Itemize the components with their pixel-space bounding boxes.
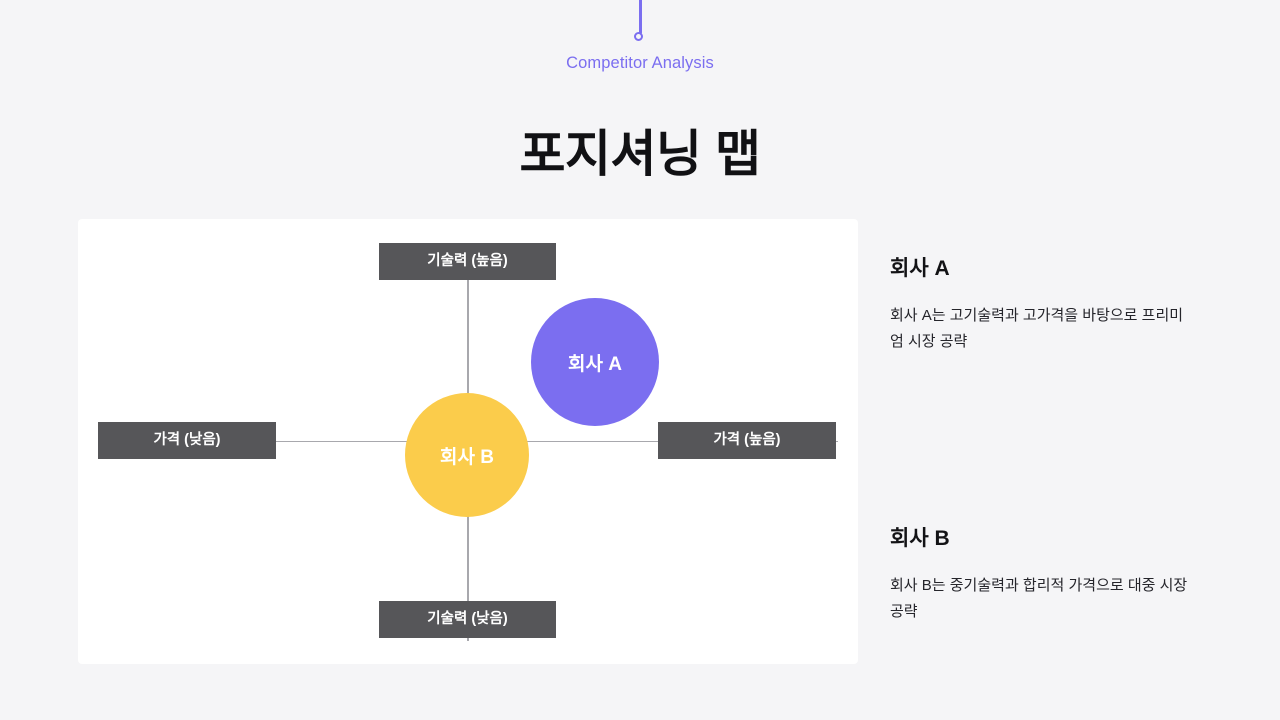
company-note-b-body: 회사 B는 중기술력과 합리적 가격으로 대중 시장 공략 <box>890 577 1188 621</box>
company-note-b: 회사 B 회사 B는 중기술력과 합리적 가격으로 대중 시장 공략 <box>890 526 1190 626</box>
company-note-a-body: 회사 A는 고기술력과 고가격을 바탕으로 프리미엄 시장 공략 <box>890 307 1184 351</box>
page-title: 포지셔닝 맵 <box>519 125 761 182</box>
company-note-a: 회사 A 회사 A는 고기술력과 고가격을 바탕으로 프리미엄 시장 공략 <box>890 256 1190 356</box>
company-notes-list: 회사 A 회사 A는 고기술력과 고가격을 바탕으로 프리미엄 시장 공략 회사… <box>890 219 1200 664</box>
eyebrow-label: Competitor Analysis <box>566 54 714 72</box>
axis-label-right: 가격 (높음) <box>658 422 836 459</box>
company-note-b-title: 회사 B <box>890 527 950 550</box>
slide-header: Competitor Analysis 포지셔닝 맵 <box>0 0 1280 200</box>
company-note-a-title: 회사 A <box>890 257 950 280</box>
company-bubble-a[interactable]: 회사 A <box>531 298 659 426</box>
axis-label-bottom: 기술력 (낮음) <box>379 601 556 638</box>
accent-dot-icon <box>634 32 643 41</box>
company-bubble-b[interactable]: 회사 B <box>405 393 529 517</box>
accent-stem-line <box>639 0 642 34</box>
axis-label-top: 기술력 (높음) <box>379 243 556 280</box>
axis-label-left: 가격 (낮음) <box>98 422 276 459</box>
positioning-map-panel: 기술력 (높음) 기술력 (낮음) 가격 (낮음) 가격 (높음) 회사 A 회… <box>78 219 858 664</box>
